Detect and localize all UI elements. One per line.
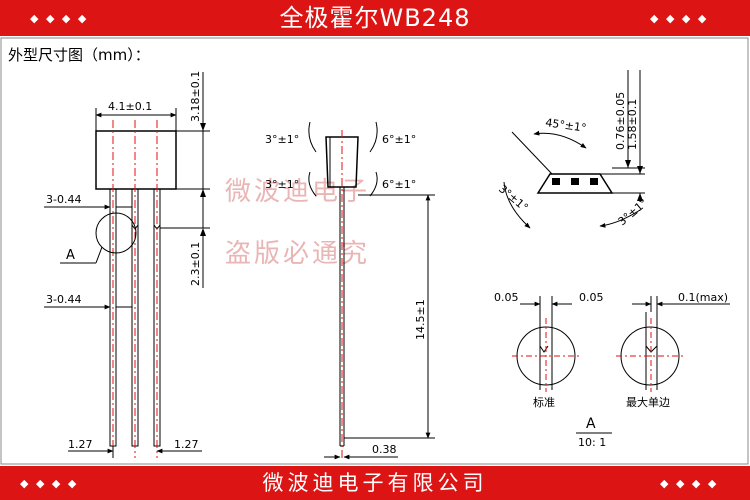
footer-dots-right: ◆ ◆ ◆ ◆ <box>660 477 719 490</box>
company-name: 微波迪电子有限公司 <box>262 471 488 495</box>
angle-top-right: 6°±1° <box>382 133 416 146</box>
front-view: 3°±1° 6°±1° 3°±1° 6°±1° 14.5±1 0.38 <box>265 121 435 460</box>
std-dim-left: 0.05 <box>494 291 519 304</box>
angle-bottom-left: 3°±1° <box>265 178 299 191</box>
dim-lead-1: 3-0.44 <box>46 193 81 206</box>
dim-body-height: 3.18±0.1 <box>189 71 202 122</box>
banner-dots-left: ◆ ◆ ◆ ◆ <box>30 12 89 25</box>
std-dim-right: 0.05 <box>579 291 604 304</box>
max-caption: 最大单边 <box>626 395 670 409</box>
detail-label-a: A <box>66 248 75 263</box>
detail-scale: 10: 1 <box>578 436 606 449</box>
dim-offset: 2.3±0.1 <box>189 242 202 286</box>
dim-lead-length: 14.5±1 <box>414 299 427 340</box>
detail-circle-a <box>95 212 137 254</box>
title-banner: ◆ ◆ ◆ ◆ 全极霍尔WB248 ◆ ◆ ◆ ◆ <box>0 0 750 36</box>
detail-standard: 0.05 0.05 标准 <box>494 291 604 409</box>
angle-45: 45°±1° <box>545 116 588 135</box>
page-title: 全极霍尔WB248 <box>279 4 471 32</box>
banner-dots-right: ◆ ◆ ◆ ◆ <box>650 12 709 25</box>
footer-dots-left: ◆ ◆ ◆ ◆ <box>20 477 79 490</box>
dim-width: 4.1±0.1 <box>108 100 152 113</box>
dim-pitch-right: 1.27 <box>174 438 199 451</box>
front-body <box>325 136 359 188</box>
dim-pitch-left: 1.27 <box>68 438 93 451</box>
detail-letter: A <box>586 416 596 432</box>
footer-banner: ◆ ◆ ◆ ◆ 微波迪电子有限公司 ◆ ◆ ◆ ◆ <box>0 466 750 500</box>
dim-lead-2: 3-0.44 <box>46 293 81 306</box>
side-view: 4.1±0.1 3.18±0.1 2.3±0.1 3-0.44 3-0.44 <box>44 71 210 458</box>
angle-top-left: 3°±1° <box>265 133 299 146</box>
dim-158: 1.58±0.1 <box>626 99 639 150</box>
page-frame <box>0 37 749 465</box>
watermark-line2: 盗版必通究 <box>225 239 370 269</box>
angle-bottom-right: 6°±1° <box>382 178 416 191</box>
package-body <box>95 130 177 190</box>
watermark-line1: 微波迪电子 <box>225 177 370 207</box>
angle-top-right-3: 3°±1° <box>616 196 651 228</box>
top-view: 0.76±0.05 1.58±0.1 45°±1° 3°±1° 3°±1° <box>496 70 651 229</box>
dim-076: 0.76±0.05 <box>614 92 627 150</box>
std-caption: 标准 <box>533 395 555 409</box>
detail-max: 0.1(max) 最大单边 <box>616 291 730 409</box>
section-label: 外型尺寸图（mm）： <box>8 46 150 64</box>
max-dim: 0.1(max) <box>678 291 728 304</box>
dim-lead-thickness: 0.38 <box>372 443 397 456</box>
